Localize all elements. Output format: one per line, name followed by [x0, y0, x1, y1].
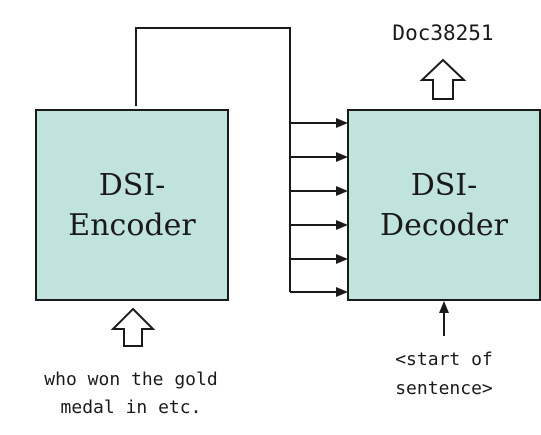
encoder-label-line2: Encoder [68, 208, 196, 243]
bus-arrowhead [336, 254, 348, 264]
encoder-label-line1: DSI- [99, 168, 166, 203]
decoder-input-line1: <start of [395, 349, 493, 370]
cross-attention-arrows [290, 118, 348, 297]
query-text-line1: who won the gold [44, 369, 217, 390]
decoder-label-line1: DSI- [411, 168, 478, 203]
encoder-to-decoder-wire [135, 27, 291, 292]
query-input-arrow-icon [110, 307, 156, 347]
bus-arrowhead [336, 186, 348, 196]
decoder-label-line2: Decoder [380, 208, 509, 243]
query-text-line2: medal in etc. [61, 397, 202, 418]
decoder-box [347, 109, 541, 301]
bus-arrowhead [336, 118, 348, 128]
decoder-input-line2: sentence> [395, 378, 493, 399]
doc-output-arrow-icon [419, 58, 467, 100]
decoder-input-arrowhead [439, 301, 449, 313]
output-doc-id: Doc38251 [392, 21, 493, 45]
bus-arrowhead [336, 152, 348, 162]
bus-arrowhead [336, 287, 348, 297]
encoder-box [35, 109, 229, 301]
bus-arrowhead [336, 220, 348, 230]
